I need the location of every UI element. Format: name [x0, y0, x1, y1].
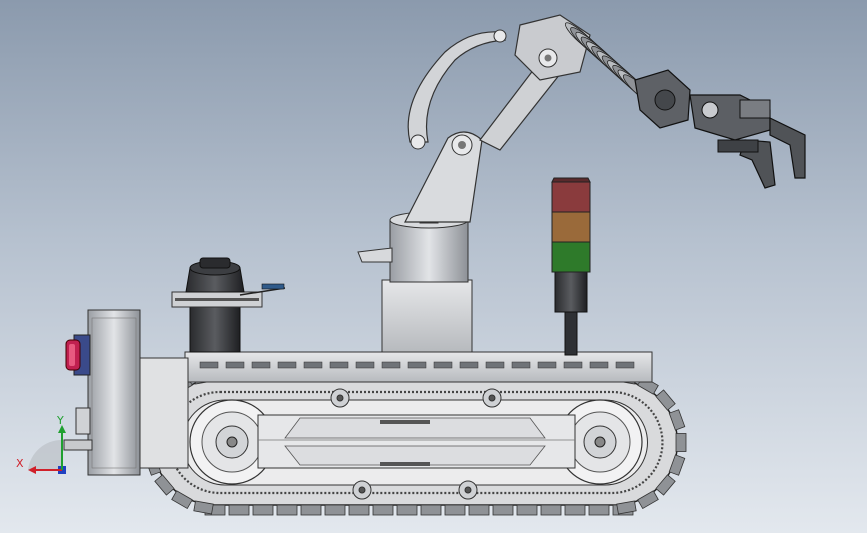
- axis-y-label: Y: [56, 414, 64, 427]
- chassis-vent: [615, 361, 635, 369]
- chassis-vent: [329, 361, 349, 369]
- elbow-housing: [514, 14, 591, 81]
- track-pad: [396, 504, 418, 516]
- chassis[interactable]: [139, 351, 653, 469]
- axis-x-label: X: [16, 457, 24, 470]
- tower-light-red: [551, 181, 591, 213]
- chassis-vent: [459, 361, 479, 369]
- pan-tilt-camera[interactable]: [171, 257, 286, 353]
- track-pad: [655, 474, 676, 496]
- track-pad: [276, 504, 298, 516]
- track-pad: [372, 504, 394, 516]
- track-pad: [348, 504, 370, 516]
- tower-pole: [564, 309, 578, 356]
- axis-y-arrow: [58, 425, 66, 433]
- track-pad: [492, 504, 514, 516]
- gripper[interactable]: [689, 94, 806, 189]
- track-pad: [655, 389, 676, 411]
- track-pad: [675, 433, 687, 452]
- suspension-brackets: [330, 388, 502, 500]
- chassis-vent: [225, 361, 245, 369]
- tower-light-amber: [551, 211, 591, 243]
- chassis-vent: [355, 361, 375, 369]
- chassis-vent: [277, 361, 297, 369]
- chassis-vent: [199, 361, 219, 369]
- track-pad: [616, 500, 637, 515]
- chassis-vent: [407, 361, 427, 369]
- gripper-finger-upper: [769, 117, 806, 179]
- chassis-vent: [251, 361, 271, 369]
- axis-triad: X Y: [16, 414, 66, 474]
- manipulator-arm[interactable]: [404, 14, 691, 223]
- track-pad: [668, 409, 686, 431]
- chassis-vent: [433, 361, 453, 369]
- chassis-vent: [563, 361, 583, 369]
- track-pad: [468, 504, 490, 516]
- track-pad: [668, 454, 686, 476]
- chassis-vents: [199, 361, 635, 369]
- track-pad: [637, 490, 659, 510]
- signal-tower[interactable]: [551, 177, 591, 356]
- track-pad: [154, 474, 175, 496]
- arm-base[interactable]: [357, 211, 473, 353]
- track-pad: [252, 504, 274, 516]
- right-wheel: [557, 399, 643, 485]
- emergency-stop-button[interactable]: [65, 334, 91, 376]
- track-pad: [171, 490, 193, 510]
- chassis-vent: [303, 361, 323, 369]
- axis-x-arrow: [28, 466, 36, 474]
- tower-light-green: [551, 241, 591, 273]
- chassis-vent: [381, 361, 401, 369]
- crawler-track[interactable]: [143, 369, 687, 516]
- chassis-vent: [511, 361, 531, 369]
- chassis-vent: [537, 361, 557, 369]
- track-pad: [228, 504, 250, 516]
- tower-base: [554, 271, 588, 313]
- track-pad: [516, 504, 538, 516]
- track-pad: [300, 504, 322, 516]
- track-pad: [564, 504, 586, 516]
- chassis-vent: [589, 361, 609, 369]
- front-sensor-box[interactable]: [63, 309, 141, 476]
- track-pad: [444, 504, 466, 516]
- track-pad: [324, 504, 346, 516]
- track-pad: [588, 504, 610, 516]
- track-pad: [420, 504, 442, 516]
- left-wheel: [189, 399, 275, 485]
- track-pad: [193, 500, 214, 515]
- chassis-vent: [485, 361, 505, 369]
- track-pad: [540, 504, 562, 516]
